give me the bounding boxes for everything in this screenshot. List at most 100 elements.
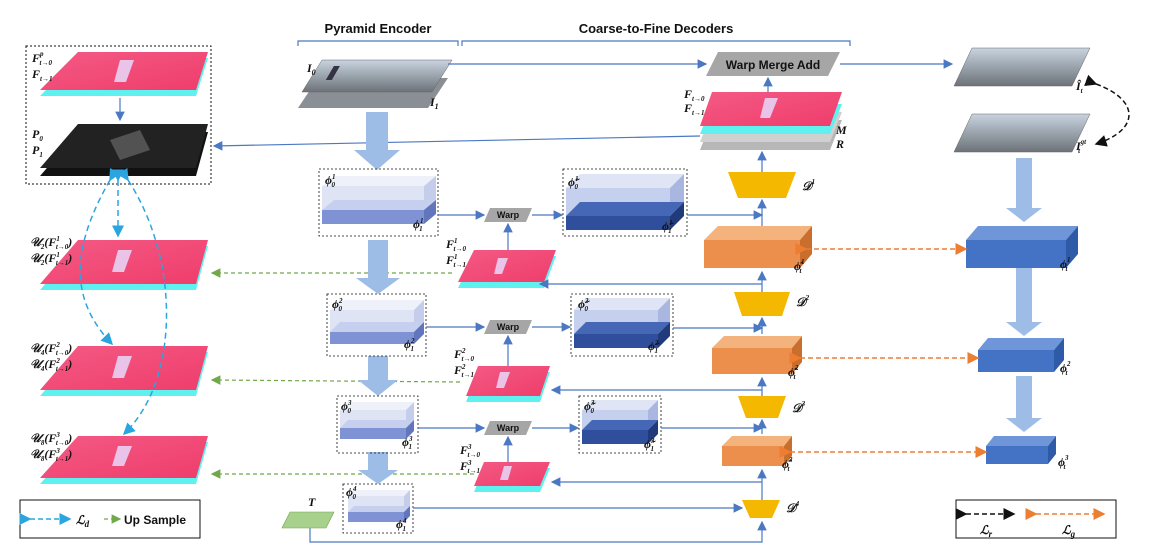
warp-box-3: Warp [484,421,532,435]
left-confidence-map: P0 P1 [32,124,208,176]
decoder-header: Coarse-to-Fine Decoders [461,21,851,46]
svg-text:ϕ20: ϕ20 [332,297,343,313]
svg-text:Pyramid Encoder: Pyramid Encoder [325,21,432,36]
svg-text:ϕ̂1t: ϕ̂1t [794,258,804,275]
svg-text:ϕ41: ϕ41 [396,517,407,533]
flow-to-left-panel-arrow [212,135,701,151]
warp-merge-add-box: Warp Merge Add [706,52,840,76]
svg-text:F1t→1: F1t→1 [445,253,466,269]
top-flow-b: Ft→1 [683,101,704,117]
svg-text:ϕ̃21: ϕ̃21 [648,339,660,355]
residual-label: R [835,137,844,151]
svg-text:ϕ̃11: ϕ̃11 [662,219,674,235]
top-flow-mask-stack: Ft→0 Ft→1 M R [683,87,847,151]
svg-text:ϕ3t: ϕ3t [1058,454,1069,471]
left-pseudo-flow-panel [25,45,212,185]
svg-text:ϕ1t: ϕ1t [1060,256,1070,273]
svg-text:𝒟3: 𝒟3 [792,400,806,415]
encoder-down-arrows [354,112,400,484]
upsample-arrows [210,268,474,479]
svg-text:F3t→0: F3t→0 [459,443,480,459]
warp-box-1: Warp [484,208,532,222]
decoder-2: 𝒟2 [734,292,810,316]
legend-lr-text: ℒr [980,523,993,539]
distillation-loss-arrows [79,167,168,436]
top-flow-a: Ft→0 [683,87,705,103]
gt-encoder-arrows [1006,158,1042,432]
svg-text:ϕ40: ϕ40 [346,485,357,501]
svg-text:Ît: Ît [1075,79,1084,95]
svg-text:T: T [308,495,316,509]
svg-text:ϕ̃31: ϕ̃31 [644,437,656,453]
svg-text:Ft→1: Ft→1 [31,67,52,83]
decoder-3: 𝒟3 [738,396,806,418]
decoder-4: 𝒟4 [742,500,800,518]
legend-upsample-text: Up Sample [124,513,186,527]
svg-text:ϕ11: ϕ11 [413,217,423,233]
encoder-to-warp-arrows [418,210,580,464]
i0-label: I0 [306,61,316,77]
legend-lg-text: ℒg [1062,523,1076,539]
legend-ld-text: ℒd [76,513,90,529]
predicted-frame: Ît [953,47,1091,95]
svg-text:F1t→0: F1t→0 [445,237,466,253]
reconstruction-loss-arrow [1084,74,1130,147]
svg-text:Fpt→0: Fpt→0 [31,50,52,67]
svg-text:𝒟2: 𝒟2 [796,294,810,309]
svg-text:Warp: Warp [497,322,520,332]
svg-text:ϕ̃10: ϕ̃10 [568,175,580,191]
decoder-1: 𝒟1 [728,172,815,198]
warp-box-2: Warp [484,320,532,334]
svg-text:ϕ10: ϕ10 [325,173,335,189]
encoder-header: Pyramid Encoder [297,21,459,46]
svg-text:F2t→0: F2t→0 [453,347,474,363]
svg-text:F3t→1: F3t→1 [459,459,480,475]
svg-text:ϕ̂2t: ϕ̂2t [788,364,799,381]
svg-text:𝒟1: 𝒟1 [802,178,815,193]
t-input: T [281,495,335,529]
i1-label: I1 [429,95,439,111]
svg-text:𝒟4: 𝒟4 [786,500,800,515]
svg-text:P1: P1 [32,143,43,159]
svg-text:Coarse-to-Fine Decoders: Coarse-to-Fine Decoders [579,21,734,36]
feature-loss-arrows [779,243,988,458]
svg-text:Warp: Warp [497,423,520,433]
legend-right: ℒr ℒg [955,499,1117,539]
svg-text:ϕ21: ϕ21 [404,337,415,353]
decoder-pipeline-arrows [309,150,767,543]
svg-text:P0: P0 [32,127,43,143]
svg-text:Warp: Warp [497,210,520,220]
svg-text:ϕ31: ϕ31 [402,435,413,451]
svg-text:ϕ2t: ϕ2t [1060,360,1071,377]
mask-label: M [835,123,847,137]
svg-text:ϕ30: ϕ30 [341,399,352,415]
input-frames-stack: I0 I1 [298,59,453,111]
left-upsampled-flow-3 [40,436,208,484]
svg-text:ϕ̂3t: ϕ̂3t [782,456,793,473]
svg-text:ϕ̃30: ϕ̃30 [584,399,596,415]
svg-text:F2t→1: F2t→1 [453,363,474,379]
